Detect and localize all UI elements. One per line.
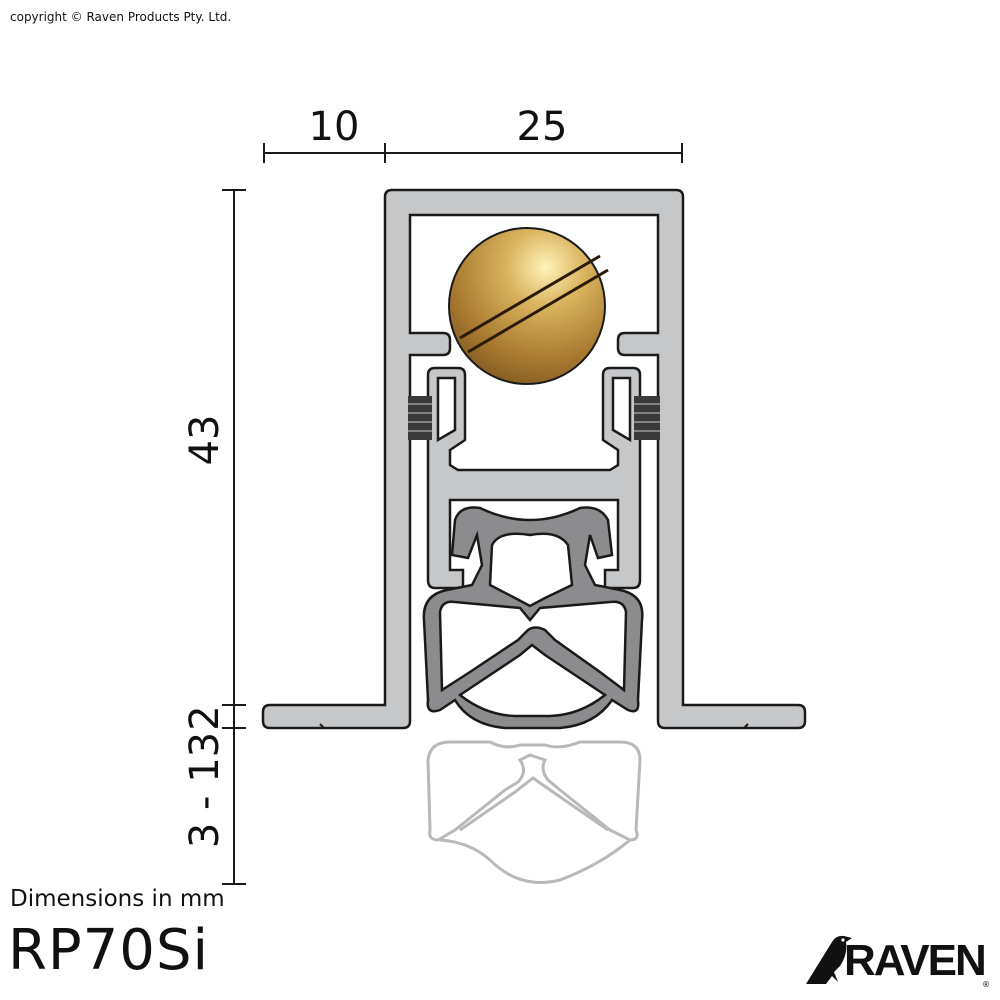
screw-slot bbox=[459, 254, 609, 354]
inner-carrier bbox=[426, 366, 642, 590]
registered-mark: ® bbox=[982, 980, 990, 989]
dimension-25: 25 bbox=[517, 104, 568, 150]
model-name: RP70Si bbox=[8, 918, 210, 983]
brush-pile-left bbox=[408, 396, 432, 440]
raven-logo: RAVEN ® bbox=[804, 930, 994, 990]
copyright-text: copyright © Raven Products Pty. Ltd. bbox=[10, 10, 232, 24]
dimension-lines bbox=[222, 143, 683, 885]
brass-actuator bbox=[448, 227, 606, 385]
dimension-10: 10 bbox=[309, 104, 360, 150]
dimension-drop-range: 3 - 13 bbox=[182, 732, 228, 848]
brush-pile-right bbox=[634, 396, 660, 440]
dimension-43: 43 bbox=[182, 415, 228, 466]
seal bbox=[422, 506, 644, 730]
raven-bird-icon bbox=[806, 935, 852, 984]
ghost-seal bbox=[426, 740, 642, 884]
aluminium-housing bbox=[261, 188, 807, 730]
units-note: Dimensions in mm bbox=[10, 886, 225, 912]
brand-name: RAVEN bbox=[844, 936, 987, 985]
dimension-2: 2 bbox=[182, 705, 228, 730]
